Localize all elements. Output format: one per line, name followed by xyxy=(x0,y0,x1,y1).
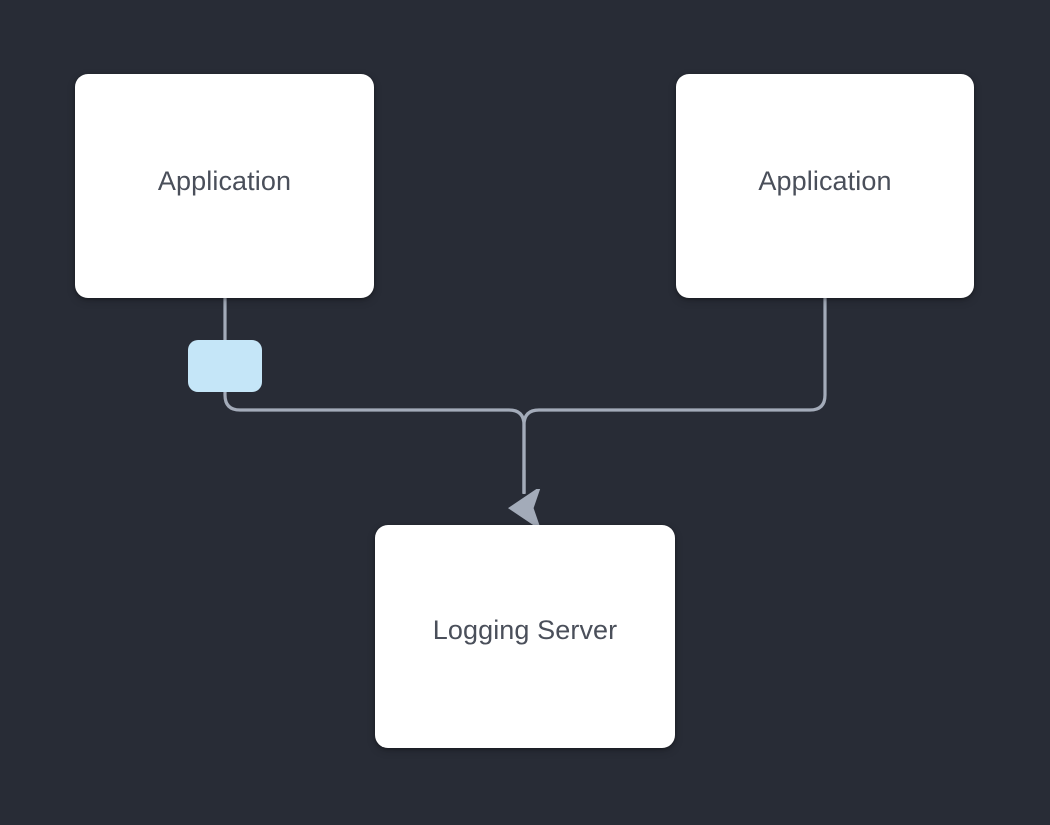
node-label: Application xyxy=(157,165,292,196)
node-label: Application xyxy=(758,165,892,196)
node-application-left[interactable]: Application xyxy=(75,74,374,298)
edge-label-badge[interactable] xyxy=(188,340,262,392)
node-label: Logging Server xyxy=(432,615,618,645)
node-logging-server[interactable]: Logging Server xyxy=(375,525,675,748)
edge-app-left-to-logging-path xyxy=(223,298,526,493)
node-application-right[interactable]: Application xyxy=(676,74,974,298)
edge-app-right-to-logging-path xyxy=(522,298,827,493)
